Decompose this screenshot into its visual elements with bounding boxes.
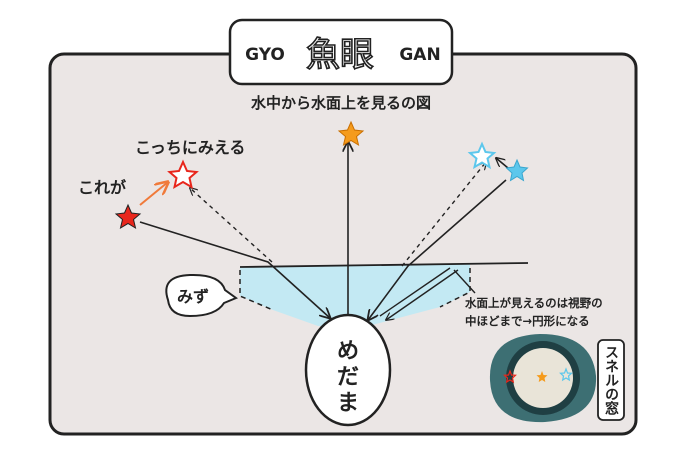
blue-star-icon	[505, 158, 529, 182]
note-pointer	[453, 269, 476, 294]
snell-orange-star-icon	[536, 371, 548, 382]
mizu-bubble	[165, 273, 239, 318]
ray-edge-2	[386, 269, 459, 320]
snell-label-box	[597, 339, 625, 421]
ray-blue-apparent	[401, 162, 486, 267]
label-mizu: みず	[177, 287, 209, 306]
red-star-apparent-icon	[167, 159, 199, 190]
title-box	[228, 18, 454, 86]
ray-edge-1	[379, 267, 451, 317]
eyeball	[304, 313, 392, 427]
orange-star-icon	[337, 120, 365, 147]
ray-red-real	[139, 221, 330, 318]
label-kocchi: こっちにみえる	[135, 138, 245, 157]
subtitle: 水中から水面上を見るの図	[251, 94, 431, 112]
field-note-line2: 中ほどまで→円形になる	[465, 314, 590, 328]
arrow-red-to-apparent	[139, 182, 168, 206]
ray-red-apparent	[190, 188, 273, 263]
arrow-blue-to-apparent	[496, 158, 509, 169]
eyeball-label-da: だ	[337, 365, 359, 390]
title-kanji: 魚眼	[306, 35, 374, 75]
water-surface-line	[239, 262, 529, 268]
eyeball-label-me: め	[337, 339, 359, 364]
title-left: GYO	[245, 45, 285, 65]
snell-blue-star-icon	[559, 367, 573, 382]
snell-label: スネルの窓	[603, 345, 619, 416]
title-right: GAN	[399, 45, 440, 65]
red-star-icon	[114, 203, 142, 230]
label-kore-ga: これが	[78, 178, 126, 197]
water-right-edge	[439, 268, 471, 308]
field-note-line1: 水面上が見えるのは視野の	[465, 296, 603, 310]
water-left-edge	[239, 270, 274, 311]
ray-blue-real	[368, 179, 507, 320]
snell-red-star-icon	[503, 369, 517, 384]
water-region	[240, 264, 470, 327]
eyeball-label-ma: ま	[337, 391, 359, 416]
blue-star-apparent-icon	[467, 141, 497, 170]
